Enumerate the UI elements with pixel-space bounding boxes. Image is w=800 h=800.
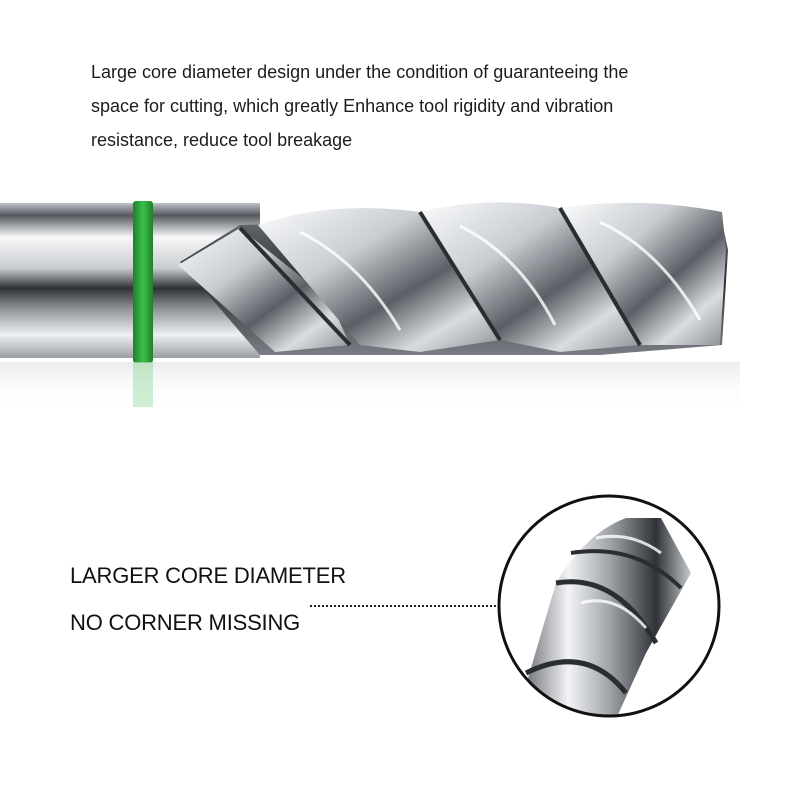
callout-no-corner-missing: NO CORNER MISSING (70, 610, 301, 635)
description-line-2: space for cutting, which greatly Enhance… (91, 96, 614, 116)
dotted-leader-line (310, 605, 496, 607)
description-text: Large core diameter design under the con… (91, 55, 731, 157)
description-line-1: Large core diameter design under the con… (91, 62, 629, 82)
magnified-tip-circle (497, 494, 721, 718)
callout-larger-core-diameter: LARGER CORE DIAMETER (70, 563, 346, 588)
description-line-3: resistance, reduce tool breakage (91, 130, 353, 150)
end-mill-image (0, 201, 740, 412)
